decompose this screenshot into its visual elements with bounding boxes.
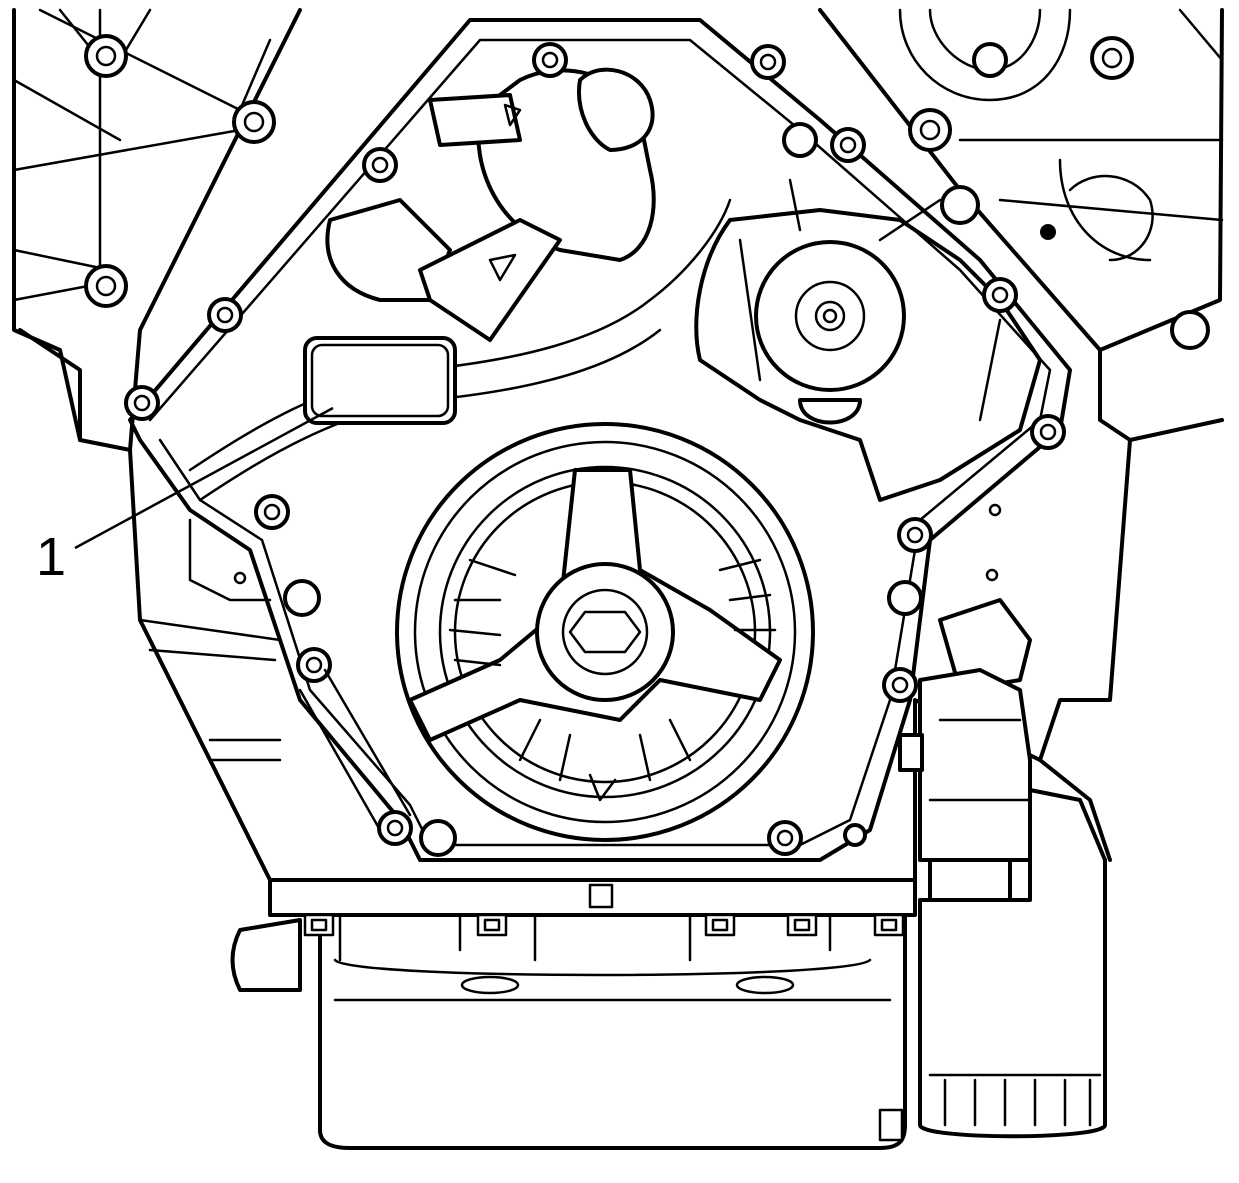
right-cylinder-head — [818, 8, 1224, 442]
engine-block — [128, 438, 1132, 882]
crankshaft-balancer — [395, 422, 815, 842]
water-pump — [694, 122, 1042, 502]
cover-bolts — [124, 42, 1066, 857]
left-cylinder-head — [12, 8, 302, 452]
callout-1-leader — [74, 406, 334, 550]
callout-1-label: 1 — [36, 527, 67, 587]
thermostat-housing — [325, 67, 656, 342]
oil-filter — [918, 788, 1107, 1139]
cover-plate — [303, 336, 457, 425]
left-bracket — [188, 518, 412, 832]
oil-filter-adapter — [898, 598, 1032, 930]
oil-pan — [230, 878, 917, 1150]
